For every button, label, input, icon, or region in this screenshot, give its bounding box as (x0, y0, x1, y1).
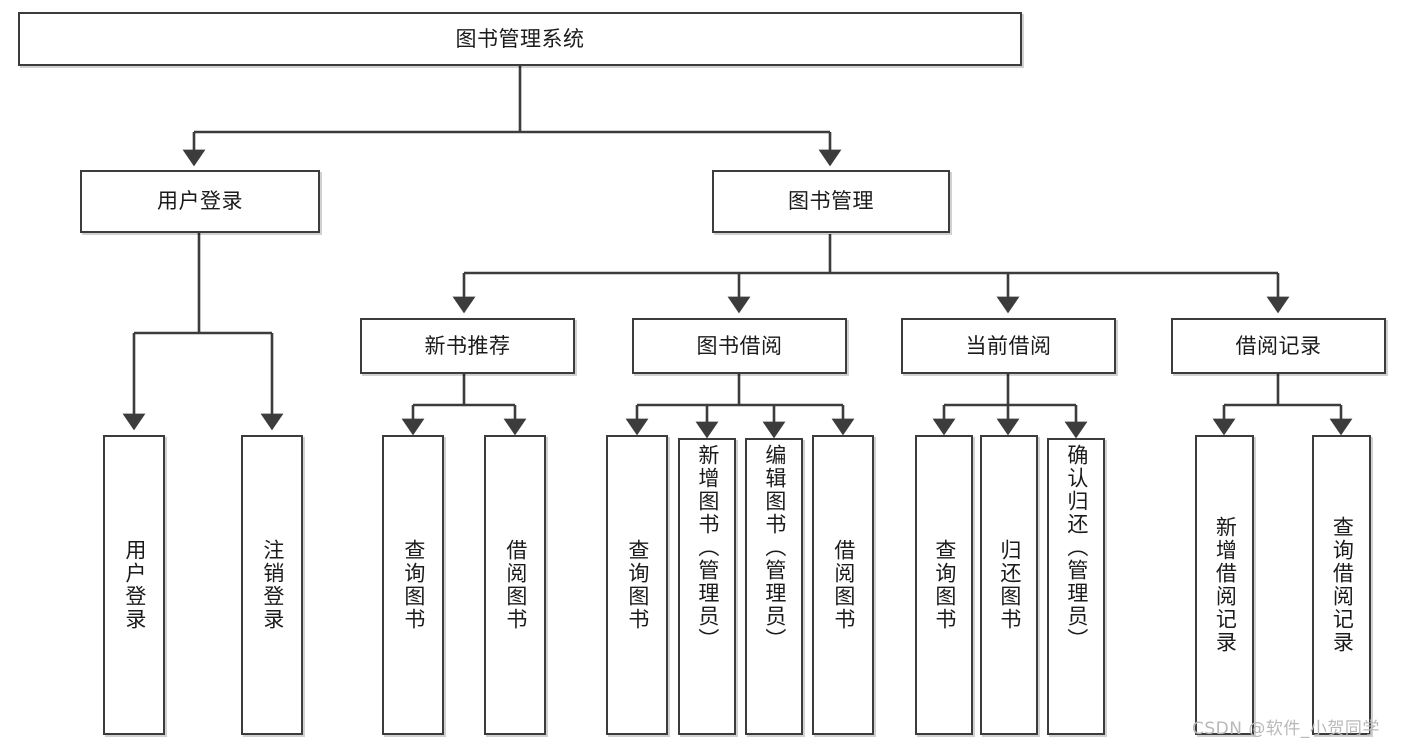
node-label: 借阅图书 (503, 539, 528, 631)
node-label: 查询图书 (401, 539, 426, 631)
leaf-user-login-logout[interactable]: 注销登录 (241, 435, 303, 735)
node-book-borrow[interactable]: 图书借阅 (632, 318, 847, 374)
leaf-new-book-query[interactable]: 查询图书 (382, 435, 444, 735)
leaf-book-borrow-borrow[interactable]: 借阅图书 (812, 435, 874, 735)
node-label: 借阅图书 (831, 539, 856, 631)
node-book-management[interactable]: 图书管理 (712, 170, 950, 233)
node-label: 编辑图书（管理员） (762, 444, 787, 651)
node-label: 图书管理 (788, 189, 874, 214)
node-label: 借阅记录 (1235, 333, 1322, 358)
leaf-borrow-record-query[interactable]: 查询借阅记录 (1312, 435, 1371, 735)
leaf-borrow-record-add[interactable]: 新增借阅记录 (1195, 435, 1254, 735)
node-label: 图书借阅 (696, 333, 783, 358)
node-label: 用户登录 (157, 189, 243, 214)
node-label: 新书推荐 (424, 333, 511, 358)
node-label: 注销登录 (260, 539, 285, 631)
node-root-system[interactable]: 图书管理系统 (18, 12, 1022, 66)
leaf-current-borrow-confirm-admin[interactable]: 确认归还（管理员） (1047, 438, 1105, 735)
node-label: 当前借阅 (965, 333, 1052, 358)
leaf-book-borrow-add-admin[interactable]: 新增图书（管理员） (678, 438, 736, 735)
node-borrow-record[interactable]: 借阅记录 (1171, 318, 1386, 374)
leaf-new-book-borrow[interactable]: 借阅图书 (484, 435, 546, 735)
node-label: 归还图书 (997, 539, 1022, 631)
leaf-current-borrow-return[interactable]: 归还图书 (980, 435, 1038, 735)
node-label: 用户登录 (122, 539, 147, 631)
leaf-book-borrow-query[interactable]: 查询图书 (606, 435, 668, 735)
node-label: 图书管理系统 (455, 26, 585, 51)
node-label: 查询借阅记录 (1330, 516, 1355, 654)
node-label: 查询图书 (625, 539, 650, 631)
node-user-login[interactable]: 用户登录 (80, 170, 320, 233)
node-current-borrow[interactable]: 当前借阅 (901, 318, 1116, 374)
node-label: 新增图书（管理员） (695, 444, 720, 651)
node-label: 确认归还（管理员） (1064, 444, 1089, 651)
csdn-watermark: CSDN @软件_小贺同学 (1192, 719, 1380, 739)
node-label: 新增借阅记录 (1213, 516, 1238, 654)
leaf-current-borrow-query[interactable]: 查询图书 (915, 435, 973, 735)
node-new-book-recommend[interactable]: 新书推荐 (360, 318, 575, 374)
node-label: 查询图书 (932, 539, 957, 631)
leaf-book-borrow-edit-admin[interactable]: 编辑图书（管理员） (745, 438, 803, 735)
leaf-user-login-login[interactable]: 用户登录 (103, 435, 165, 735)
